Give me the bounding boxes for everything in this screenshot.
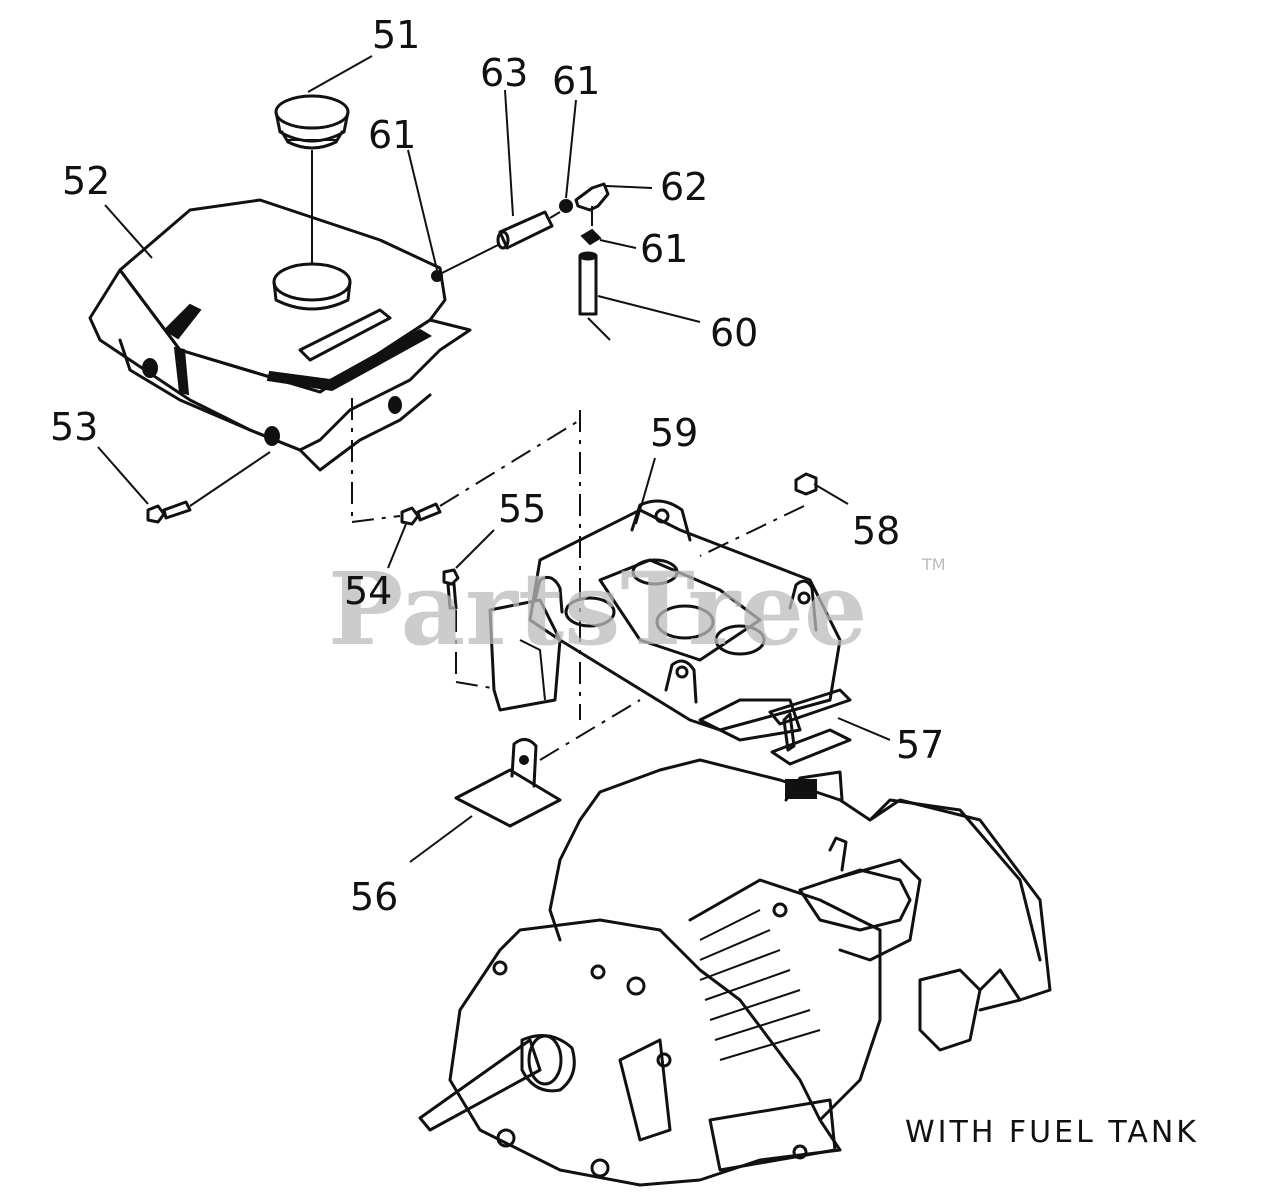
shim-plate-parts: [454, 712, 852, 828]
callout-59: 59: [650, 411, 698, 455]
assembly-guide-lines: [351, 398, 805, 761]
fuel-cap-part: [274, 94, 350, 150]
engine-mount-bracket-part: [488, 499, 852, 742]
callout-61-right: 61: [640, 227, 688, 271]
diagram-caption: WITH FUEL TANK: [905, 1115, 1199, 1150]
callout-61-left: 61: [368, 113, 416, 157]
callout-52: 52: [62, 159, 110, 203]
callout-60: 60: [710, 311, 758, 355]
callout-57: 57: [896, 723, 944, 767]
leader-lines: [97, 55, 891, 863]
watermark-logo: PartsTree: [328, 550, 868, 668]
callout-55: 55: [498, 487, 546, 531]
engine-part: [418, 758, 1052, 1187]
callout-54: 54: [344, 569, 392, 613]
fuel-line-parts: [431, 182, 611, 341]
hardware-parts: [146, 419, 818, 610]
watermark-trademark: TM: [921, 555, 946, 574]
fuel-tank-part: [88, 198, 472, 472]
callout-53: 53: [50, 405, 98, 449]
callout-62: 62: [660, 165, 708, 209]
callout-56: 56: [350, 875, 398, 919]
callout-61-top: 61: [552, 59, 600, 103]
callout-51: 51: [372, 13, 420, 57]
callout-63: 63: [480, 51, 528, 95]
callout-58: 58: [852, 509, 900, 553]
